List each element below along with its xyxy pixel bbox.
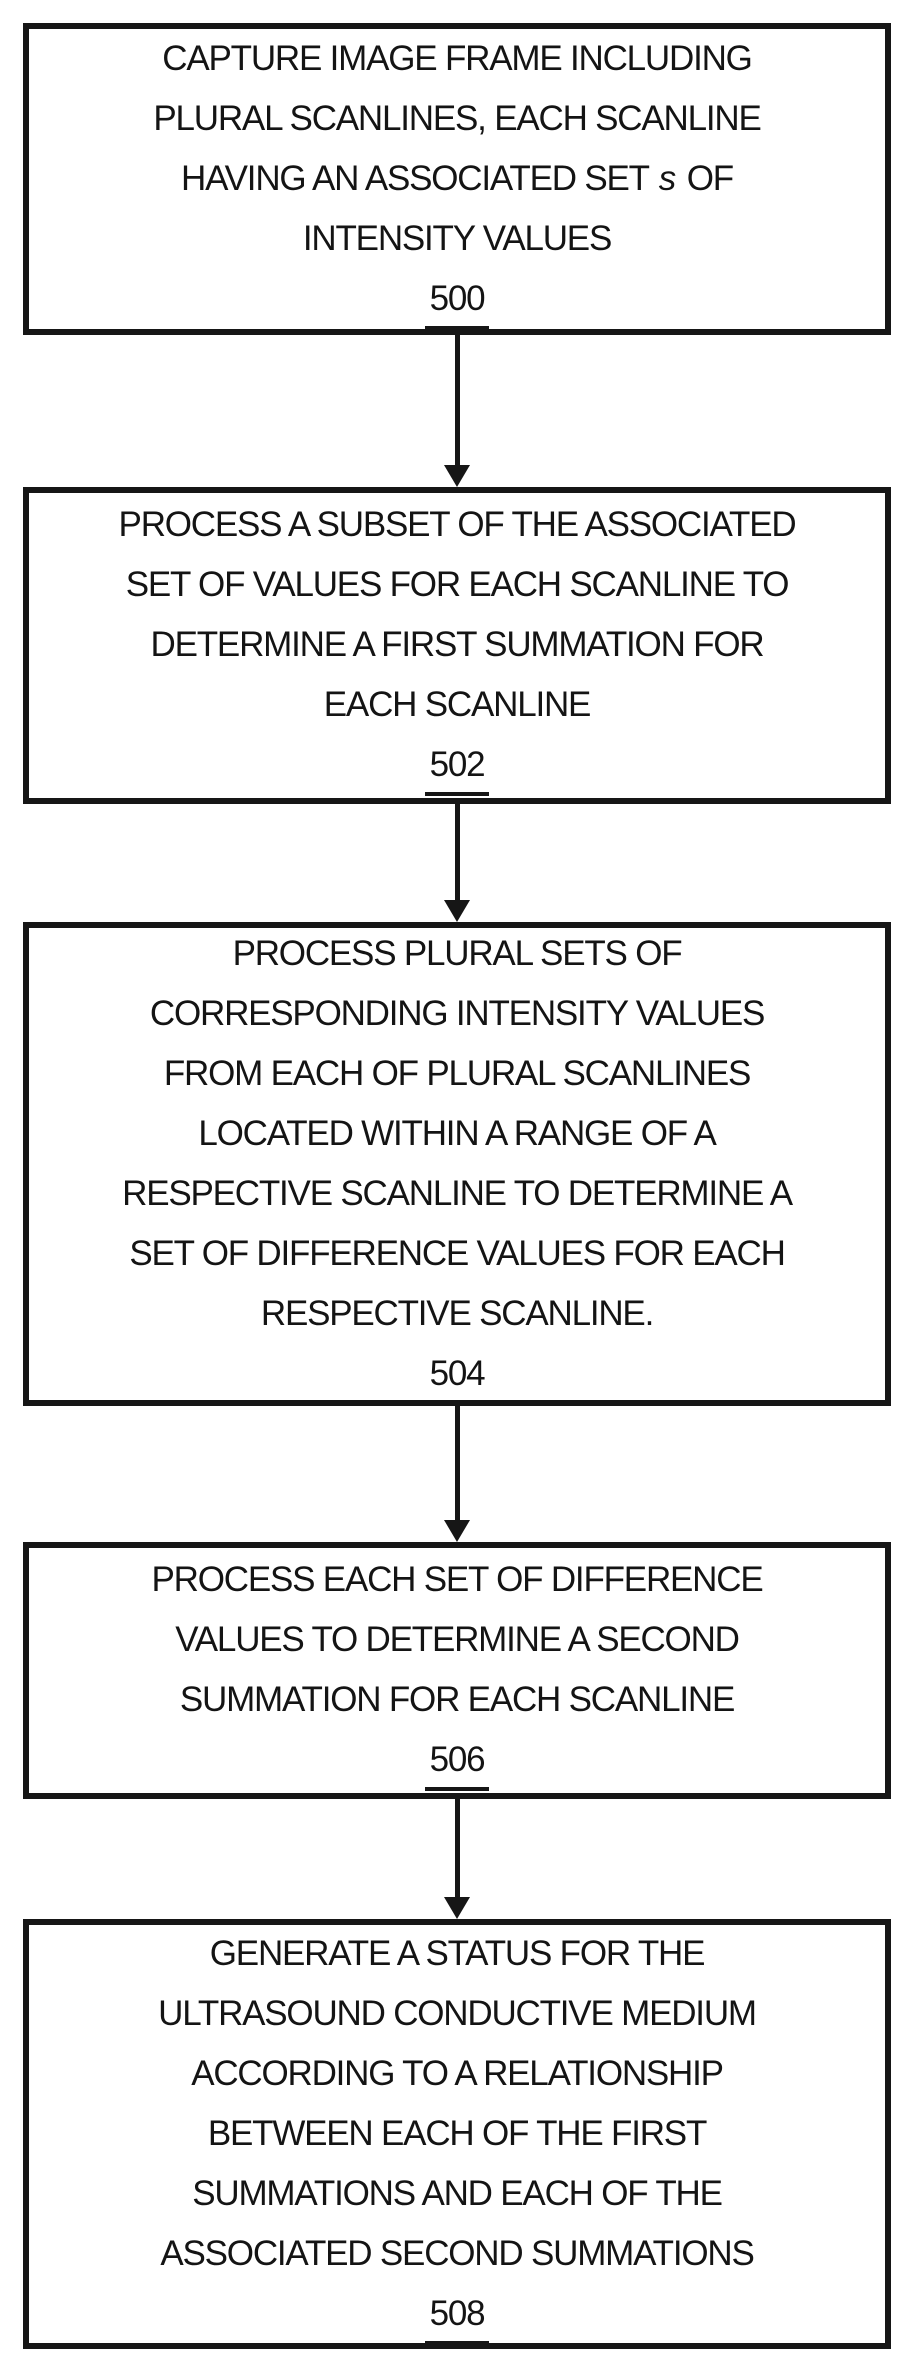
step-508-ref-line: 508 (424, 2284, 490, 2345)
step-504-ref-line: 504 (424, 1344, 490, 1405)
step-502-ref-line: 502 (424, 735, 490, 796)
step-504-ref-number: 504 (424, 1349, 490, 1405)
step-500-ref-number: 500 (424, 274, 490, 330)
connector-arrow-1 (0, 335, 914, 487)
arrow-shaft (454, 335, 460, 465)
step-506-ref-line: 506 (424, 1730, 490, 1791)
step-506-ref-number: 506 (424, 1735, 490, 1791)
arrow-shaft (454, 1406, 460, 1520)
arrow-head-icon (444, 465, 470, 487)
arrow-shaft (454, 1799, 460, 1897)
connector-arrow-3 (0, 1406, 914, 1542)
connector-arrow-4 (0, 1799, 914, 1919)
step-508-ref-number: 508 (424, 2289, 490, 2345)
arrow-head-icon (444, 900, 470, 922)
step-502-ref-number: 502 (424, 740, 490, 796)
connector-arrow-2 (0, 804, 914, 922)
step-500-ref-line: 500 (424, 269, 490, 330)
arrow-head-icon (444, 1520, 470, 1542)
arrow-shaft (454, 804, 460, 900)
arrow-head-icon (444, 1897, 470, 1919)
